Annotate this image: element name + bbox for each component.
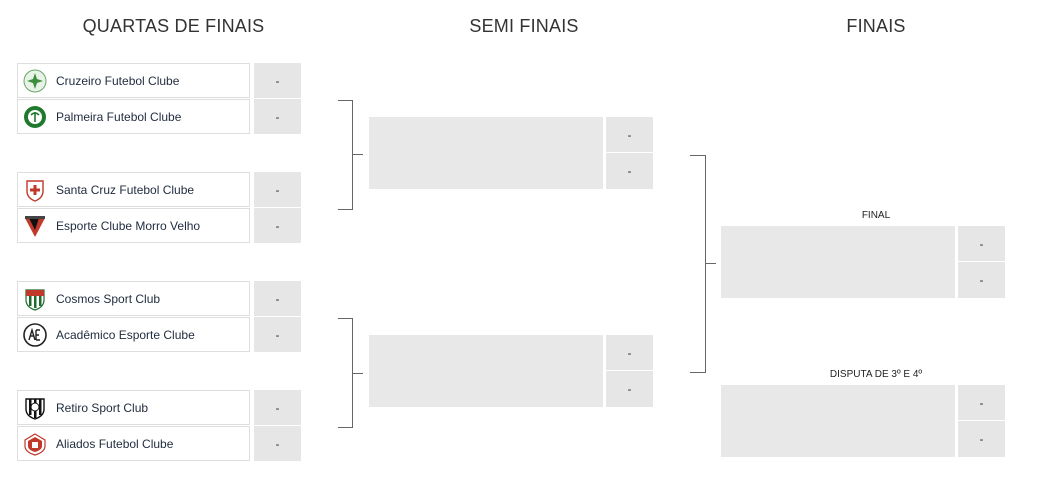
team-row[interactable]: Santa Cruz Futebol Clube	[17, 172, 250, 207]
team-name: Santa Cruz Futebol Clube	[56, 182, 195, 197]
team-name: Acadêmico Esporte Clube	[56, 327, 195, 342]
cosmos-crest-icon	[22, 286, 48, 312]
academico-crest-icon	[22, 322, 48, 348]
bracket-line	[338, 318, 353, 428]
semi-final-slot	[369, 117, 603, 189]
column-title-finals: FINAIS	[846, 16, 906, 36]
semi-score: -	[606, 371, 653, 407]
team-row[interactable]: Cosmos Sport Club	[17, 281, 250, 316]
team-name: Cosmos Sport Club	[56, 291, 161, 306]
team-row[interactable]: Cruzeiro Futebol Clube	[17, 63, 250, 98]
palmeira-crest-icon	[22, 104, 48, 130]
team-name: Palmeira Futebol Clube	[56, 109, 182, 124]
third-place-label: DISPUTA DE 3º E 4º	[829, 369, 923, 380]
team-row[interactable]: Aliados Futebol Clube	[17, 426, 250, 461]
santa-cruz-crest-icon	[22, 177, 48, 203]
morro-velho-crest-icon	[22, 213, 48, 239]
final-score: -	[958, 262, 1005, 298]
final-slot	[721, 226, 955, 298]
team-score: -	[254, 208, 301, 243]
third-place-slot	[721, 385, 955, 457]
retiro-crest-icon	[22, 395, 48, 421]
third-place-score: -	[958, 421, 1005, 457]
team-row[interactable]: Esporte Clube Morro Velho	[17, 208, 250, 243]
semi-score: -	[606, 153, 653, 189]
team-score: -	[254, 99, 301, 134]
team-score: -	[254, 63, 301, 98]
team-row[interactable]: Retiro Sport Club	[17, 390, 250, 425]
semi-score: -	[606, 335, 653, 370]
team-name: Esporte Clube Morro Velho	[56, 218, 201, 233]
bracket-line	[690, 155, 706, 373]
final-label: FINAL	[861, 210, 891, 221]
column-title-quarter-finals: QUARTAS DE FINAIS	[82, 16, 265, 36]
cruzeiro-crest-icon	[22, 68, 48, 94]
team-name: Retiro Sport Club	[56, 400, 149, 415]
team-score: -	[254, 281, 301, 316]
team-score: -	[254, 317, 301, 352]
aliados-crest-icon	[22, 431, 48, 457]
semi-score: -	[606, 117, 653, 152]
team-score: -	[254, 172, 301, 207]
third-place-score: -	[958, 385, 1005, 420]
team-row[interactable]: Palmeira Futebol Clube	[17, 99, 250, 134]
bracket-line	[338, 100, 353, 210]
bracket-line	[353, 373, 363, 374]
bracket-line	[353, 154, 363, 155]
team-score: -	[254, 390, 301, 425]
team-name: Aliados Futebol Clube	[56, 436, 174, 451]
semi-final-slot	[369, 335, 603, 407]
team-name: Cruzeiro Futebol Clube	[56, 73, 180, 88]
bracket-line	[706, 263, 716, 264]
team-row[interactable]: Acadêmico Esporte Clube	[17, 317, 250, 352]
column-title-semi-finals: SEMI FINAIS	[469, 16, 579, 36]
team-score: -	[254, 426, 301, 461]
final-score: -	[958, 226, 1005, 261]
